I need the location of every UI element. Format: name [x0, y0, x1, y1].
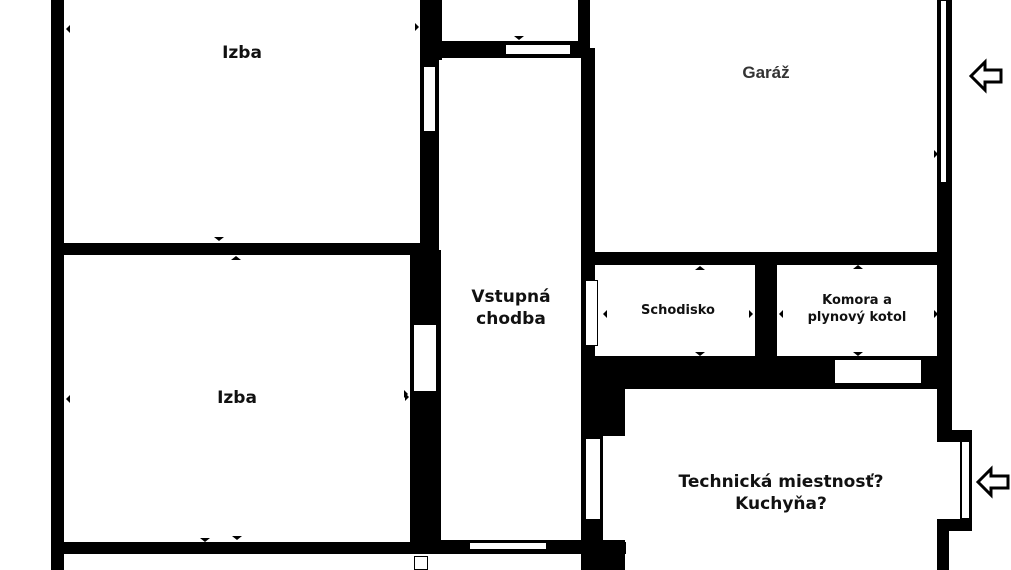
- room-label: Technická miestnosť? Kuchyňa?: [678, 472, 884, 515]
- room-schodisko: Schodisko: [601, 266, 755, 356]
- wall-schodisko-komora: [755, 260, 777, 360]
- wall-small-room-right: [578, 0, 590, 58]
- room-bottom-left: [64, 554, 414, 570]
- room-label: Komora a plynový kotol: [807, 293, 907, 325]
- marker-left-icon: [603, 310, 607, 318]
- marker-right-icon: [404, 390, 408, 398]
- marker-down-icon: [695, 352, 705, 356]
- marker-down-icon: [514, 36, 524, 40]
- opening-izba1-corridor: [423, 66, 436, 132]
- marker-right-icon: [934, 310, 938, 318]
- wall-block-lower-left: [581, 356, 625, 436]
- room-bottom-middle: [430, 552, 603, 570]
- garage-door: [940, 0, 947, 183]
- room-komora: Komora a plynový kotol: [777, 264, 937, 356]
- room-garaz: Garáž: [595, 0, 937, 252]
- room-label: Vstupná chodba: [471, 287, 551, 330]
- wall-outer-left: [51, 0, 64, 570]
- opening-komora-technicka: [834, 359, 922, 384]
- marker-up-icon: [695, 266, 705, 270]
- room-technicka: Technická miestnosť? Kuchyňa?: [625, 389, 937, 570]
- marker-down-icon: [232, 536, 242, 540]
- side-entrance-arrow-icon: [975, 465, 1010, 499]
- garage-entrance-arrow-icon: [968, 58, 1003, 94]
- marker-down-icon: [200, 538, 210, 542]
- room-vstupna-chodba: Vstupná chodba: [441, 58, 581, 540]
- window-technicka: [961, 441, 970, 519]
- marker-left-icon: [66, 25, 70, 33]
- marker-down-icon: [214, 237, 224, 241]
- marker-up-icon: [853, 265, 863, 269]
- wall-garage-bottom: [581, 252, 951, 265]
- room-izba-1: Izba: [64, 0, 420, 243]
- wall-izba2-right: [410, 250, 441, 550]
- opening-izba2-corridor: [413, 324, 437, 392]
- opening-small-room: [505, 44, 571, 55]
- marker-left-icon: [779, 310, 783, 318]
- opening-bottom-left: [414, 556, 428, 570]
- marker-right-icon: [934, 150, 938, 158]
- room-label: Garáž: [742, 63, 790, 82]
- room-label: Izba: [217, 388, 257, 409]
- room-label: Izba: [222, 43, 262, 63]
- room-label: Schodisko: [641, 302, 715, 318]
- marker-right-icon: [749, 310, 753, 318]
- opening-corridor-technicka: [585, 438, 601, 520]
- opening-corridor-bottom: [469, 542, 547, 550]
- opening-corridor-schodisko: [585, 280, 598, 346]
- marker-left-icon: [66, 395, 70, 403]
- room-izba-2: Izba: [64, 255, 410, 542]
- marker-down-icon: [853, 352, 863, 356]
- wall-izba-divider: [51, 243, 421, 255]
- marker-right-icon: [415, 23, 419, 31]
- wall-technicka-right-lower: [937, 519, 949, 570]
- marker-up-icon: [231, 256, 241, 260]
- wall-technicka-right-upper: [937, 389, 952, 441]
